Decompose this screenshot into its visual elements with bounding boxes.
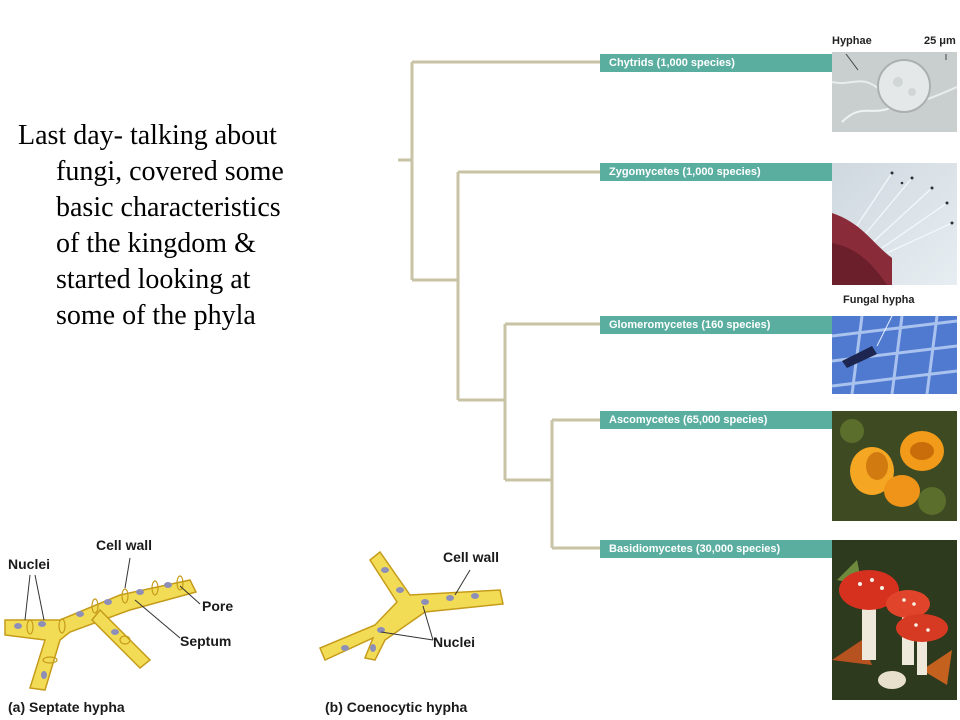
basidiomycete-photo <box>832 540 957 700</box>
label-septate-cell-wall: Cell wall <box>96 537 153 553</box>
text-line-1: Last day- talking about <box>18 120 277 151</box>
text-line-5: started looking at <box>56 264 251 295</box>
chytrid-micrograph <box>832 52 957 132</box>
callout-fungal-hypha: Fungal hypha <box>843 294 915 306</box>
taxon-label-ascomycetes: Ascomycetes (65,000 species) <box>600 411 832 429</box>
caption-coenocytic-hypha: (b) Coenocytic hypha <box>325 699 468 715</box>
taxon-label-chytrids: Chytrids (1,000 species) <box>600 54 832 72</box>
text-line-3: basic characteristics <box>56 192 281 223</box>
text-line-2: fungi, covered some <box>56 156 284 187</box>
taxon-label-glomeromycetes: Glomeromycetes (160 species) <box>600 316 832 334</box>
bullet-text: Last day- talking about fungi, covered s… <box>18 118 378 334</box>
label-septate-nuclei: Nuclei <box>8 556 51 572</box>
ascomycete-photo <box>832 411 957 521</box>
taxon-label-zygomycetes: Zygomycetes (1,000 species) <box>600 163 832 181</box>
label-coenocytic-nuclei: Nuclei <box>433 634 476 650</box>
taxon-label-basidiomycetes: Basidiomycetes (30,000 species) <box>600 540 832 558</box>
coenocytic-hypha-diagram <box>319 550 504 662</box>
label-coenocytic-cell-wall: Cell wall <box>443 549 500 565</box>
label-septate-pore: Pore <box>202 598 234 614</box>
zygomycete-photo <box>832 163 957 285</box>
callout-hyphae: Hyphae <box>832 35 872 47</box>
label-septate-septum: Septum <box>180 633 232 649</box>
text-line-4: of the kingdom & <box>56 228 256 259</box>
callout-scale: 25 μm <box>924 35 956 47</box>
caption-septate-hypha: (a) Septate hypha <box>8 699 125 715</box>
text-line-6: some of the phyla <box>56 300 256 331</box>
glomeromycete-photo <box>832 316 957 394</box>
septate-hypha-diagram <box>4 557 201 691</box>
